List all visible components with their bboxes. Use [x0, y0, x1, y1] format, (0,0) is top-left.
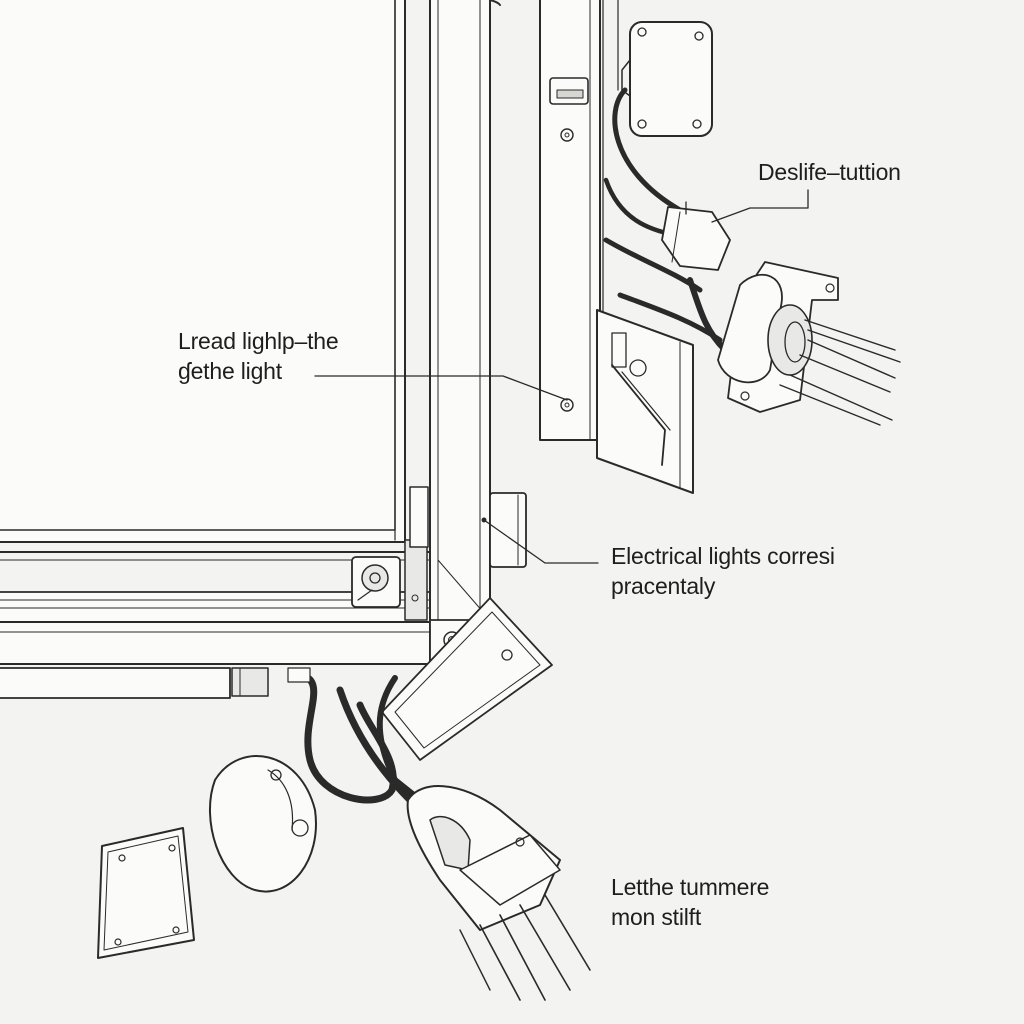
corner-bracket [351, 486, 429, 621]
callout-label-1: Deslife–tuttion [758, 157, 901, 187]
callout-4-line-2: mon stilft [611, 904, 702, 930]
mounting-plate [97, 827, 195, 959]
plug-lower [406, 785, 591, 1001]
callout-2-line-1: Lread lighlp–the [178, 328, 339, 354]
diagonal-plate [381, 597, 553, 761]
side-panel [539, 0, 619, 441]
callout-4-line-1: Letthe tummere [611, 874, 770, 900]
lower-cables [287, 667, 423, 804]
control-box [621, 21, 713, 137]
light-fixture-right [717, 261, 901, 426]
callout-3-line-2: pracentaly [611, 573, 716, 599]
callout-1-line-1: Deslife–tuttion [758, 159, 901, 185]
switch-plate [596, 309, 694, 494]
callout-2-line-2: ɠethe light [178, 358, 282, 384]
window-frame [0, 0, 433, 561]
leader-lines [314, 189, 809, 564]
dome-cover [209, 755, 317, 893]
sill-rails [0, 591, 436, 699]
callout-label-3: Electrical lights corresi pracentaly [611, 541, 835, 601]
callout-label-4: Letthe tummere mon stilft [611, 872, 769, 932]
callout-3-line-1: Electrical lights corresi [611, 543, 835, 569]
callout-label-2: Lread lighlp–the ɠethe light [178, 326, 339, 386]
junction-box-post [489, 492, 527, 568]
cable-connector [661, 201, 731, 271]
